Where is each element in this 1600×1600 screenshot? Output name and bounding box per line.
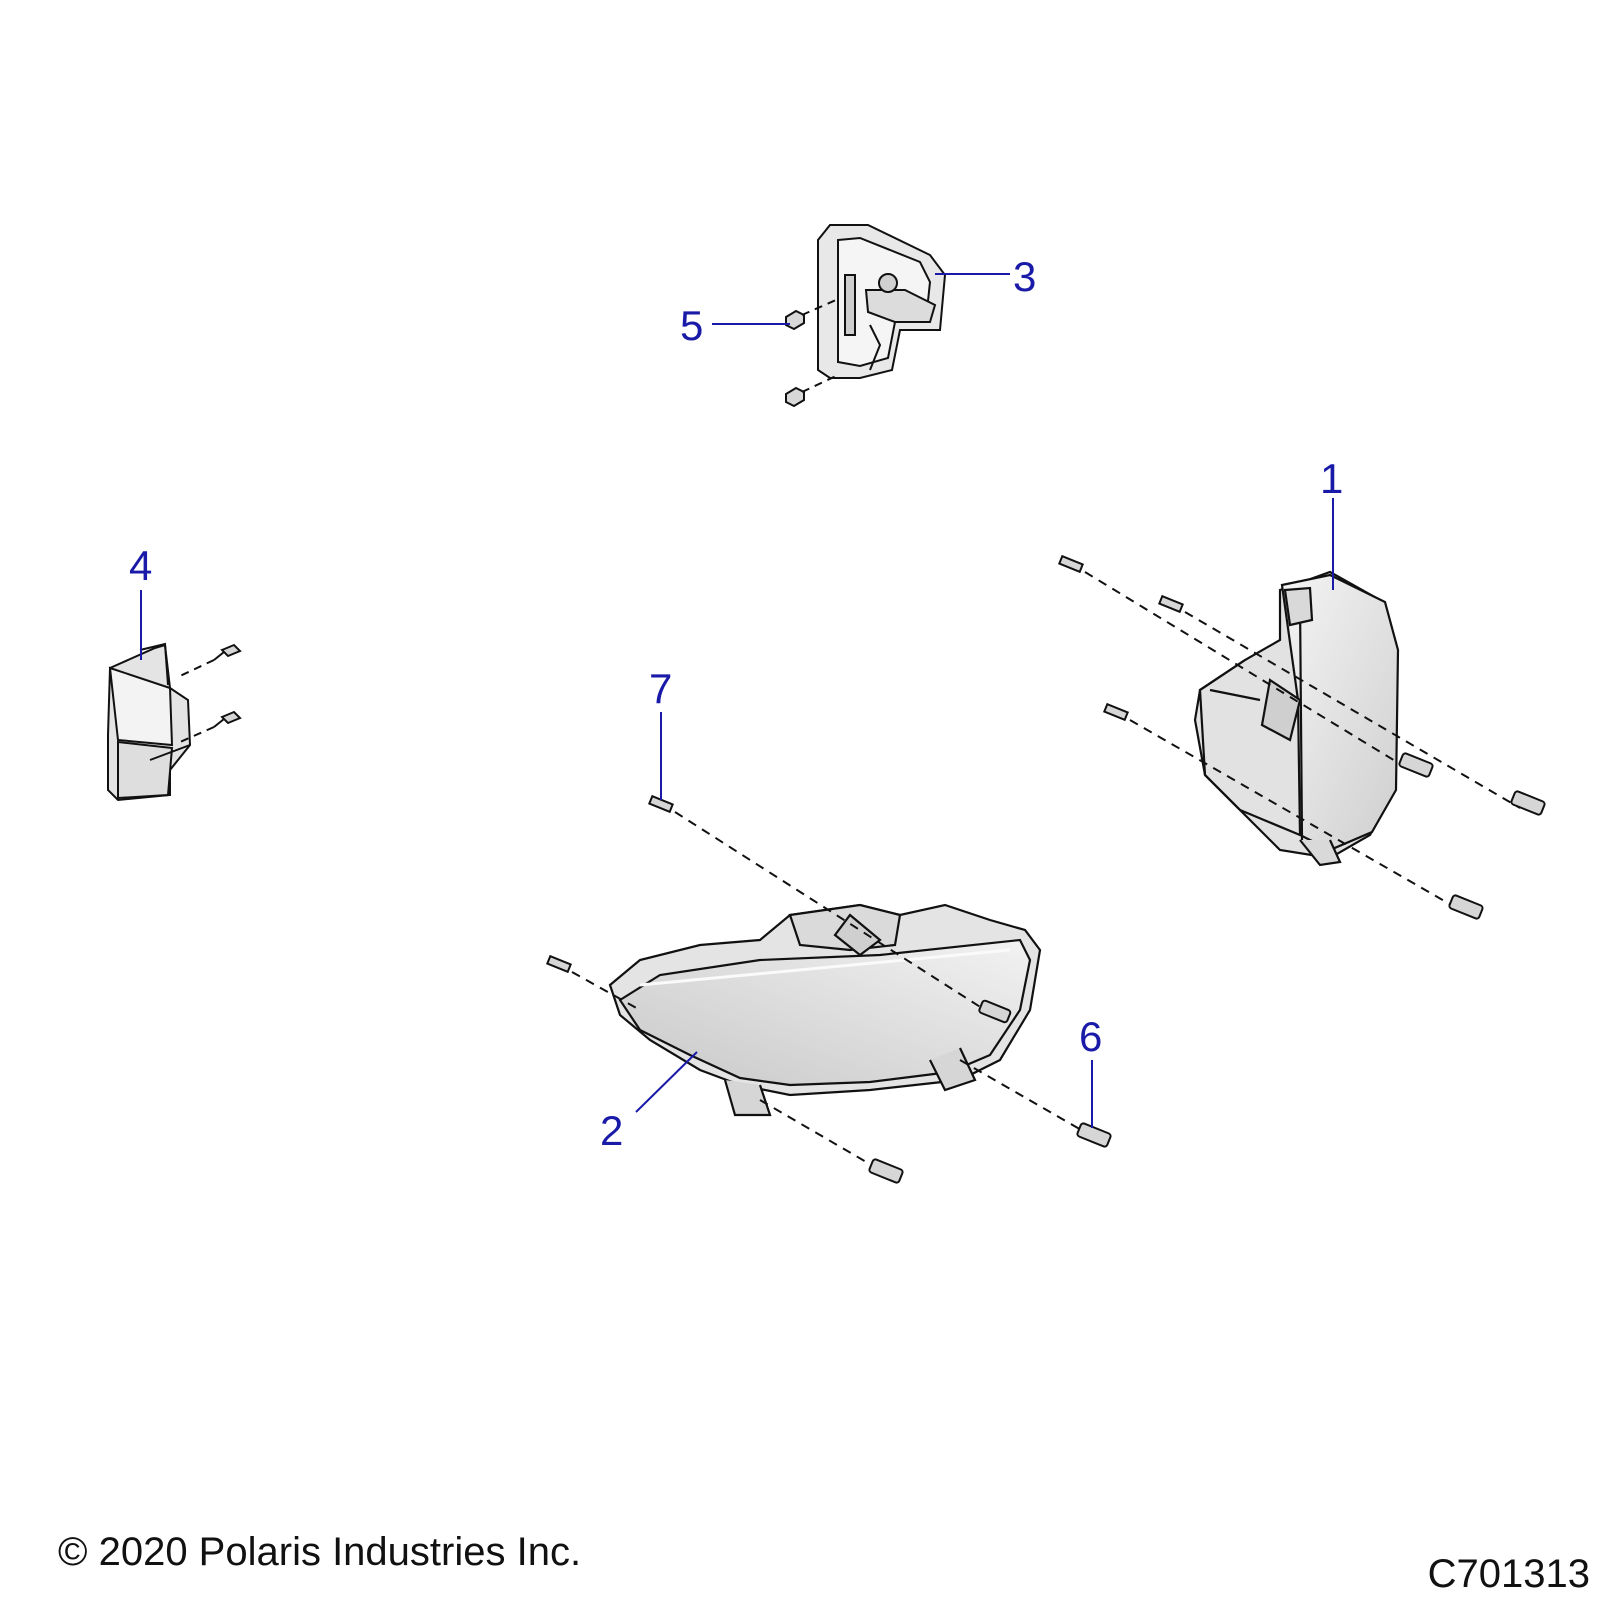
part-3-module [817,224,947,379]
part-1-fasteners [1058,554,1546,920]
callout-2: 2 [600,1107,624,1154]
callout-6: 6 [1079,1013,1103,1060]
part-2-fasteners [546,794,1112,1184]
part-2-headlight [608,903,1042,1117]
callout-4: 4 [129,542,153,589]
figure-id: C701313 [1427,1552,1590,1596]
part-5-screws [785,299,837,408]
callout-5: 5 [680,302,704,349]
leader-lines [140,273,1334,1128]
part-4-screws [179,643,242,743]
leader-2 [635,1051,698,1113]
callout-3: 3 [1013,253,1037,300]
part-4-bracket [107,642,192,802]
callout-7: 7 [649,665,673,712]
copyright-notice: © 2020 Polaris Industries Inc. [58,1530,582,1574]
callout-1: 1 [1320,455,1344,502]
